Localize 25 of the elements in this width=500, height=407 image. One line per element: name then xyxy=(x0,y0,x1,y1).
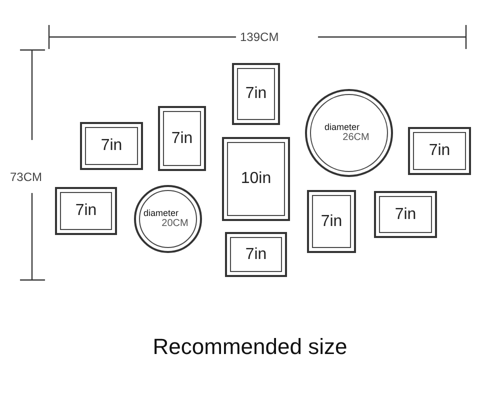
size-label: 7in xyxy=(75,202,97,220)
picture-frame xyxy=(408,127,471,175)
picture-frame xyxy=(307,190,356,253)
dimension-label: 73CM xyxy=(10,170,42,184)
picture-frame xyxy=(158,106,206,171)
size-label: 7in xyxy=(100,137,122,155)
size-label: 20CM xyxy=(162,218,188,230)
diameter-label: diameter xyxy=(143,208,178,218)
size-label: 7in xyxy=(320,212,342,230)
size-label: 7in xyxy=(245,246,267,264)
picture-frame xyxy=(232,63,280,125)
size-label: 10in xyxy=(240,170,272,188)
picture-frame xyxy=(222,137,290,221)
caption: Recommended size xyxy=(152,334,348,360)
dimension-label: 139CM xyxy=(240,30,279,44)
size-label: 7in xyxy=(428,142,450,160)
size-label: 7in xyxy=(171,130,193,148)
picture-frame xyxy=(80,122,143,170)
diameter-label: diameter xyxy=(324,122,360,132)
size-label: 26CM xyxy=(342,132,370,144)
size-label: 7in xyxy=(245,85,267,103)
picture-frame xyxy=(225,232,287,277)
size-label: 7in xyxy=(394,206,416,224)
picture-frame xyxy=(55,187,117,235)
picture-frame xyxy=(374,191,437,238)
